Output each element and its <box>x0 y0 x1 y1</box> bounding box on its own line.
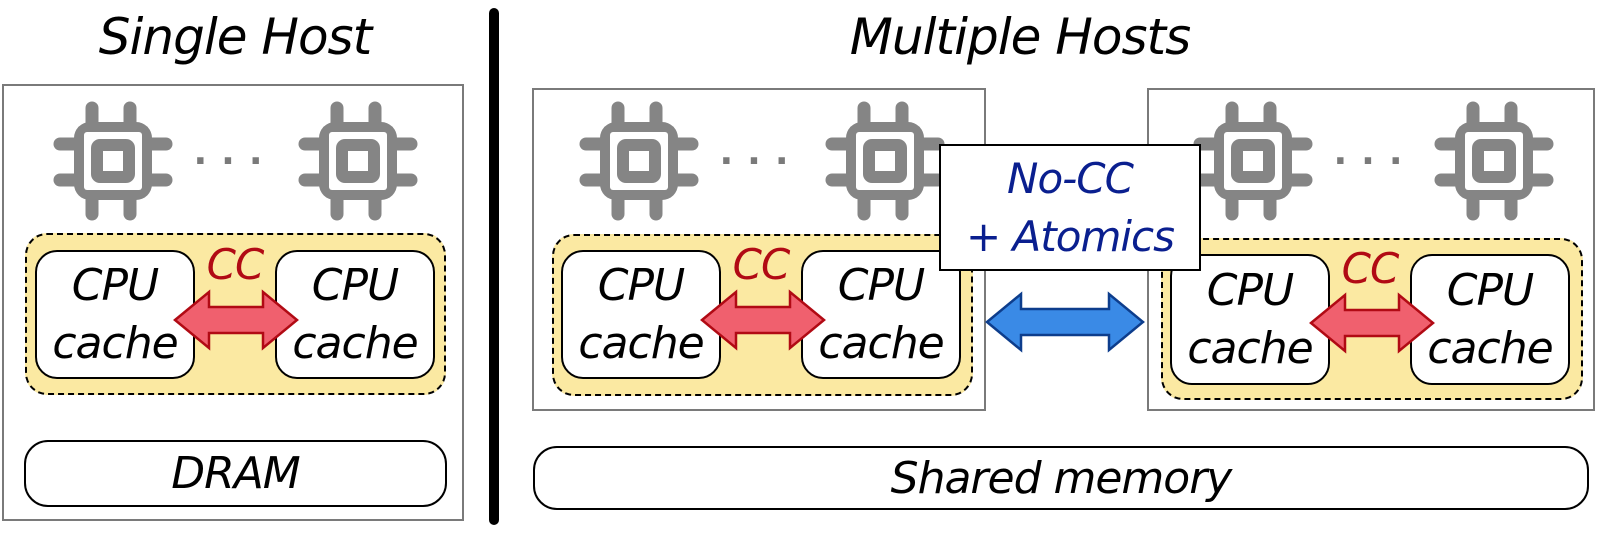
cpu-cache-line2: cache <box>52 317 178 369</box>
ellipsis: ... <box>1333 132 1417 173</box>
interconnect-line1: No-CC <box>1007 153 1134 203</box>
ellipsis: ... <box>193 132 277 173</box>
bidirectional-arrow-icon <box>173 289 299 351</box>
cpu-cache-line1: CPU <box>1446 264 1534 316</box>
cpu-chip-icon <box>1434 101 1554 221</box>
arrow-shape <box>173 289 299 351</box>
arrow-shape <box>1309 292 1435 354</box>
shared-memory: Shared memory <box>533 446 1589 510</box>
multiple-hosts-title: Multiple Hosts <box>849 8 1191 66</box>
interconnect-arrow-icon <box>985 291 1145 353</box>
bidirectional-arrow-icon <box>700 289 826 351</box>
arrow-shape <box>700 289 826 351</box>
cpu-cache: CPU cache <box>1410 254 1570 385</box>
cpu-cache: CPU cache <box>275 250 435 379</box>
bidirectional-arrow-icon <box>1309 292 1435 354</box>
interconnect-label-box: No-CC + Atomics <box>939 144 1201 271</box>
cpu-cache-line2: cache <box>1427 322 1553 374</box>
cache-coherence-label: CC <box>206 240 265 289</box>
cpu-chip-icon <box>825 101 945 221</box>
cpu-cache-line2: cache <box>292 317 418 369</box>
cpu-chip-icon <box>53 101 173 221</box>
cache-coherence-label: CC <box>1341 244 1400 293</box>
cpu-cache-line1: CPU <box>71 259 159 311</box>
cpu-cache-line2: cache <box>818 317 944 369</box>
cpu-cache-line1: CPU <box>597 259 685 311</box>
single-host-title: Single Host <box>98 8 372 66</box>
dram-memory: DRAM <box>24 440 447 507</box>
section-divider <box>489 8 499 525</box>
cpu-cache: CPU cache <box>1170 254 1330 385</box>
cpu-chip-icon <box>579 101 699 221</box>
ellipsis: ... <box>719 132 803 173</box>
arrow-shape <box>985 291 1145 353</box>
cpu-cache-line1: CPU <box>311 259 399 311</box>
cpu-cache: CPU cache <box>35 250 195 379</box>
interconnect-line2: + Atomics <box>966 211 1175 261</box>
cpu-cache: CPU cache <box>801 250 961 379</box>
cpu-cache: CPU cache <box>561 250 721 379</box>
cpu-cache-line1: CPU <box>837 259 925 311</box>
cpu-chip-icon <box>1193 101 1313 221</box>
cpu-chip-icon <box>298 101 418 221</box>
cache-coherence-label: CC <box>732 240 791 289</box>
cpu-cache-line2: cache <box>1187 322 1313 374</box>
cpu-cache-line2: cache <box>578 317 704 369</box>
cpu-cache-line1: CPU <box>1206 264 1294 316</box>
